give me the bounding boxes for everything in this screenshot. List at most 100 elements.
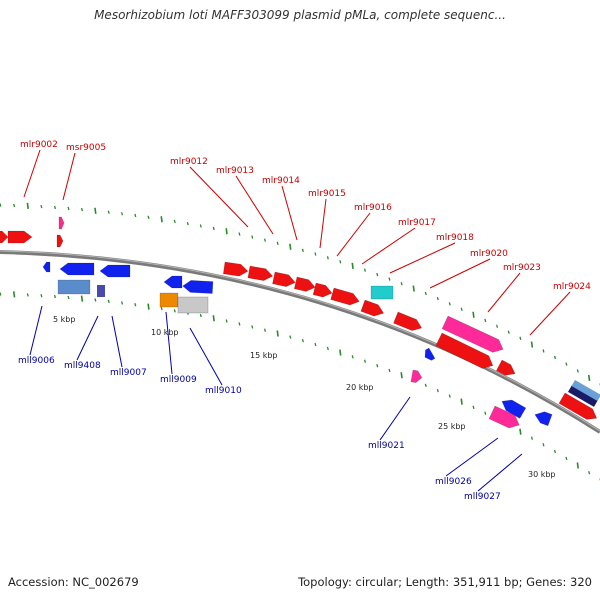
forward-gene-arrow: [370, 285, 394, 300]
kbp-tick: [507, 330, 510, 334]
reverse-gene-arrow: [163, 275, 183, 289]
kbp-tick: [519, 428, 522, 435]
reverse-gene-arrow: [99, 264, 131, 278]
leader-line: [189, 327, 223, 386]
kbp-tick: [53, 294, 57, 299]
leader-line: [336, 212, 371, 257]
kbp-tick: [173, 219, 176, 224]
gene-label-mll9010[interactable]: mll9010: [205, 386, 242, 396]
kbp-tick: [225, 228, 228, 235]
kbp-tick: [388, 277, 391, 281]
kbp-tick: [225, 319, 228, 323]
leader-line: [529, 291, 571, 336]
kbp-tick: [363, 268, 367, 272]
reverse-gene-labels: mll9006 mll9408 mll9007 mll9009 mll9010 …: [18, 356, 501, 502]
gene-label-msr9005[interactable]: msr9005: [66, 143, 106, 153]
forward-gene-arrow: [312, 282, 333, 298]
kbp-tick: [376, 364, 379, 368]
leader-line: [165, 311, 173, 375]
kbp-tick: [339, 349, 342, 356]
gene-label-mlr9013[interactable]: mlr9013: [216, 166, 254, 176]
kbp-tick: [289, 335, 292, 339]
kbp-tick: [484, 411, 487, 415]
scale-label-25kbp: 25 kbp: [438, 422, 466, 431]
kbp-tick: [40, 293, 43, 298]
leader-line: [23, 149, 41, 198]
kbp-tick: [186, 221, 189, 226]
kbp-tick: [12, 291, 16, 298]
gene-label-mlr9015[interactable]: mlr9015: [308, 189, 346, 199]
kbp-tick: [576, 369, 579, 373]
kbp-tick: [276, 330, 279, 337]
kbp-tick: [448, 302, 451, 306]
forward-gene-arrow: [0, 230, 9, 244]
kbp-tick: [107, 299, 110, 304]
kbp-tick: [314, 342, 317, 347]
kbp-tick: [388, 368, 391, 373]
gene-label-mlr9023[interactable]: mlr9023: [503, 263, 541, 273]
kbp-tick: [147, 215, 150, 219]
forward-gene-arrow: [435, 332, 494, 369]
kbp-tick: [363, 359, 367, 363]
kbp-tick: [263, 328, 267, 332]
leader-line: [379, 396, 411, 441]
gene-label-mlr9020[interactable]: mlr9020: [470, 249, 508, 259]
gene-label-mlr9016[interactable]: mlr9016: [354, 203, 392, 213]
kbp-tick: [0, 292, 2, 296]
leader-line: [111, 315, 123, 368]
kbp-tick: [400, 282, 403, 286]
kbp-tick: [263, 238, 267, 242]
kbp-tick: [588, 470, 591, 475]
forward-gene-arrow: [58, 216, 65, 230]
kbp-tick: [472, 405, 475, 410]
kbp-tick: [134, 213, 137, 218]
kbp-tick: [339, 260, 342, 264]
reverse-gene-arrow: [182, 280, 214, 294]
kbp-tick: [553, 355, 557, 360]
forward-gene-arrow: [247, 265, 274, 281]
gene-label-mlr9024[interactable]: mlr9024: [553, 282, 591, 292]
reverse-gene-arrow: [42, 261, 51, 273]
scale-label-15kbp: 15 kbp: [250, 351, 278, 360]
genome-backbone: [0, 250, 600, 434]
kbp-tick: [472, 311, 475, 318]
gene-label-mll9026[interactable]: mll9026: [435, 477, 472, 487]
forward-gene-arrow: [571, 380, 600, 402]
kbp-tick: [326, 256, 329, 260]
kbp-tick: [26, 202, 29, 210]
scale-label-20kbp: 20 kbp: [346, 383, 374, 392]
forward-gene-arrow: [222, 261, 249, 277]
gene-label-mll9027[interactable]: mll9027: [464, 492, 501, 502]
leader-line: [487, 272, 521, 313]
map-title: Mesorhizobium loti MAFF303099 plasmid pM…: [94, 8, 506, 22]
kbp-tick: [251, 235, 254, 239]
gene-label-mlr9012[interactable]: mlr9012: [170, 157, 208, 167]
kbp-tick: [496, 324, 499, 328]
kbp-tick: [519, 336, 522, 340]
gene-label-mlr9014[interactable]: mlr9014: [262, 176, 300, 186]
gene-label-mlr9002[interactable]: mlr9002: [20, 140, 58, 150]
kbp-tick: [424, 383, 427, 388]
reverse-gene-arrow: [59, 262, 95, 276]
kbp-tick: [147, 303, 150, 310]
gene-label-mll9009[interactable]: mll9009: [160, 375, 197, 385]
kbp-tick: [530, 436, 533, 440]
kbp-tick: [530, 341, 534, 348]
forward-gene-arrow: [360, 299, 385, 317]
forward-gene-arrow: [393, 311, 423, 331]
forward-gene-arrow: [495, 359, 516, 376]
gene-label-mll9007[interactable]: mll9007: [110, 368, 147, 378]
gene-label-mlr9017[interactable]: mlr9017: [398, 218, 436, 228]
kbp-tick: [0, 203, 2, 207]
gene-label-mll9021[interactable]: mll9021: [368, 441, 405, 451]
kbp-tick: [173, 309, 176, 313]
forward-gene-arrow: [568, 385, 598, 407]
label-leader-lines: [23, 149, 571, 492]
kbp-tick: [80, 207, 83, 212]
kbp-tick: [326, 346, 329, 351]
accession-text: Accession: NC_002679: [8, 575, 139, 589]
gene-label-mlr9018[interactable]: mlr9018: [436, 233, 474, 243]
gene-label-mll9408[interactable]: mll9408: [64, 361, 101, 371]
gene-label-mll9006[interactable]: mll9006: [18, 356, 55, 366]
